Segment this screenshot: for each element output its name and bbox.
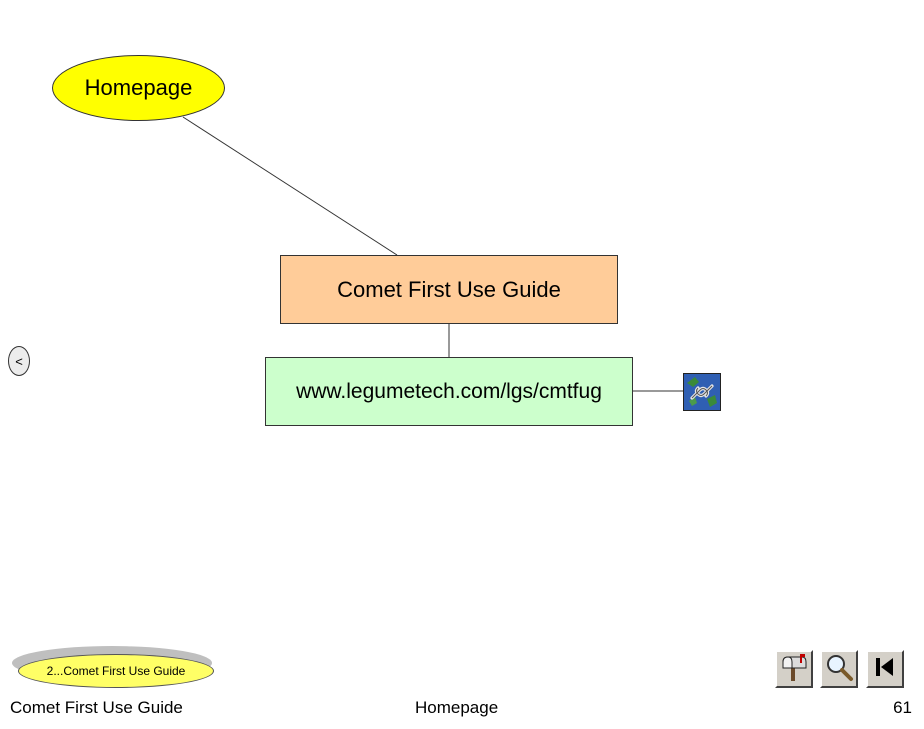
footer-page-name: Homepage [415, 698, 499, 717]
mailbox-icon [778, 651, 810, 688]
guide-title-node[interactable]: Comet First Use Guide [280, 255, 618, 324]
breadcrumb[interactable]: 2...Comet First Use Guide [12, 646, 215, 690]
footer-document-title: Comet First Use Guide [10, 698, 183, 717]
footer-page-number: 61 [893, 698, 912, 717]
homepage-node[interactable]: Homepage [52, 55, 225, 121]
mail-button[interactable] [775, 650, 813, 688]
magnifier-icon [824, 652, 854, 687]
search-button[interactable] [820, 650, 858, 688]
web-link-icon[interactable] [683, 373, 721, 411]
back-button[interactable]: < [8, 346, 30, 376]
skip-to-start-icon [872, 654, 898, 685]
go-to-first-button[interactable] [866, 650, 904, 688]
url-node[interactable]: www.legumetech.com/lgs/cmtfug [265, 357, 633, 426]
connector-homepage-to-title [182, 116, 398, 256]
breadcrumb-link[interactable]: 2...Comet First Use Guide [18, 654, 214, 688]
